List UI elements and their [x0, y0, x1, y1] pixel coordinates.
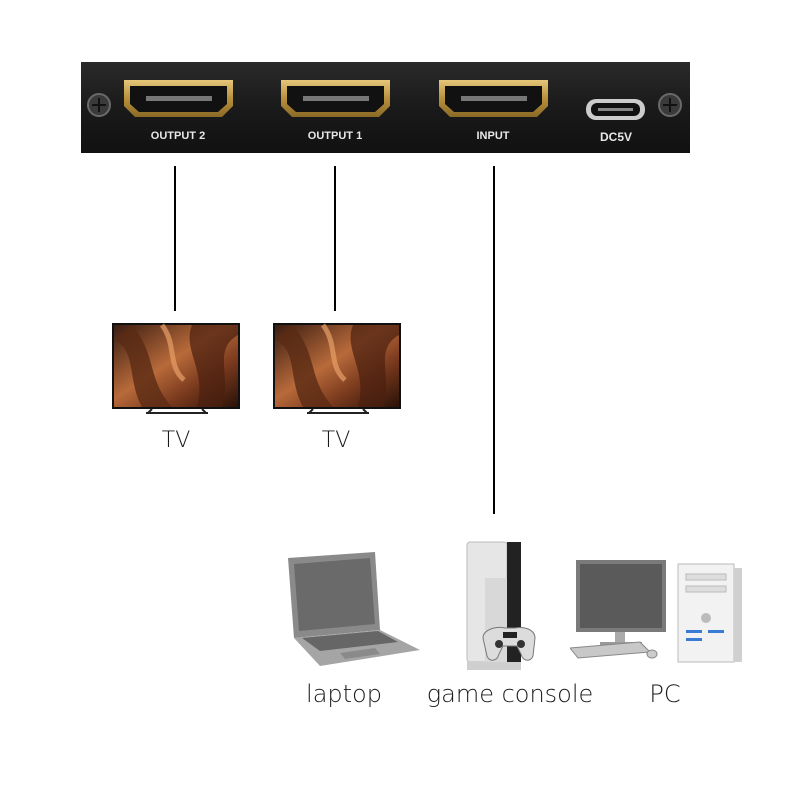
usb-c-port	[586, 99, 645, 120]
hdmi-port-output1	[281, 80, 390, 117]
hdmi-port-input	[439, 80, 548, 117]
screw-icon	[658, 93, 682, 117]
source-label-game-console: game console	[426, 680, 594, 708]
connector-line-input	[493, 166, 495, 514]
connector-line-output1	[334, 166, 336, 311]
pc-icon	[570, 560, 742, 663]
source-label-laptop: laptop	[306, 680, 382, 708]
port-label-input: INPUT	[476, 130, 510, 142]
port-label-output2: OUTPUT 2	[150, 130, 206, 142]
tv-label: TV	[321, 428, 351, 453]
tv-label: TV	[161, 428, 191, 453]
laptop-icon	[288, 552, 420, 666]
port-label-output1: OUTPUT 1	[307, 130, 363, 142]
tv-icon	[273, 323, 401, 414]
source-label-pc: PC	[649, 680, 681, 708]
screw-icon	[87, 93, 111, 117]
tv-icon	[112, 323, 240, 414]
hdmi-splitter	[81, 62, 690, 153]
connector-line-output2	[174, 166, 176, 311]
game-console-icon	[466, 541, 536, 670]
hdmi-port-output2	[124, 80, 233, 117]
port-label-power: DC5V	[599, 130, 632, 144]
